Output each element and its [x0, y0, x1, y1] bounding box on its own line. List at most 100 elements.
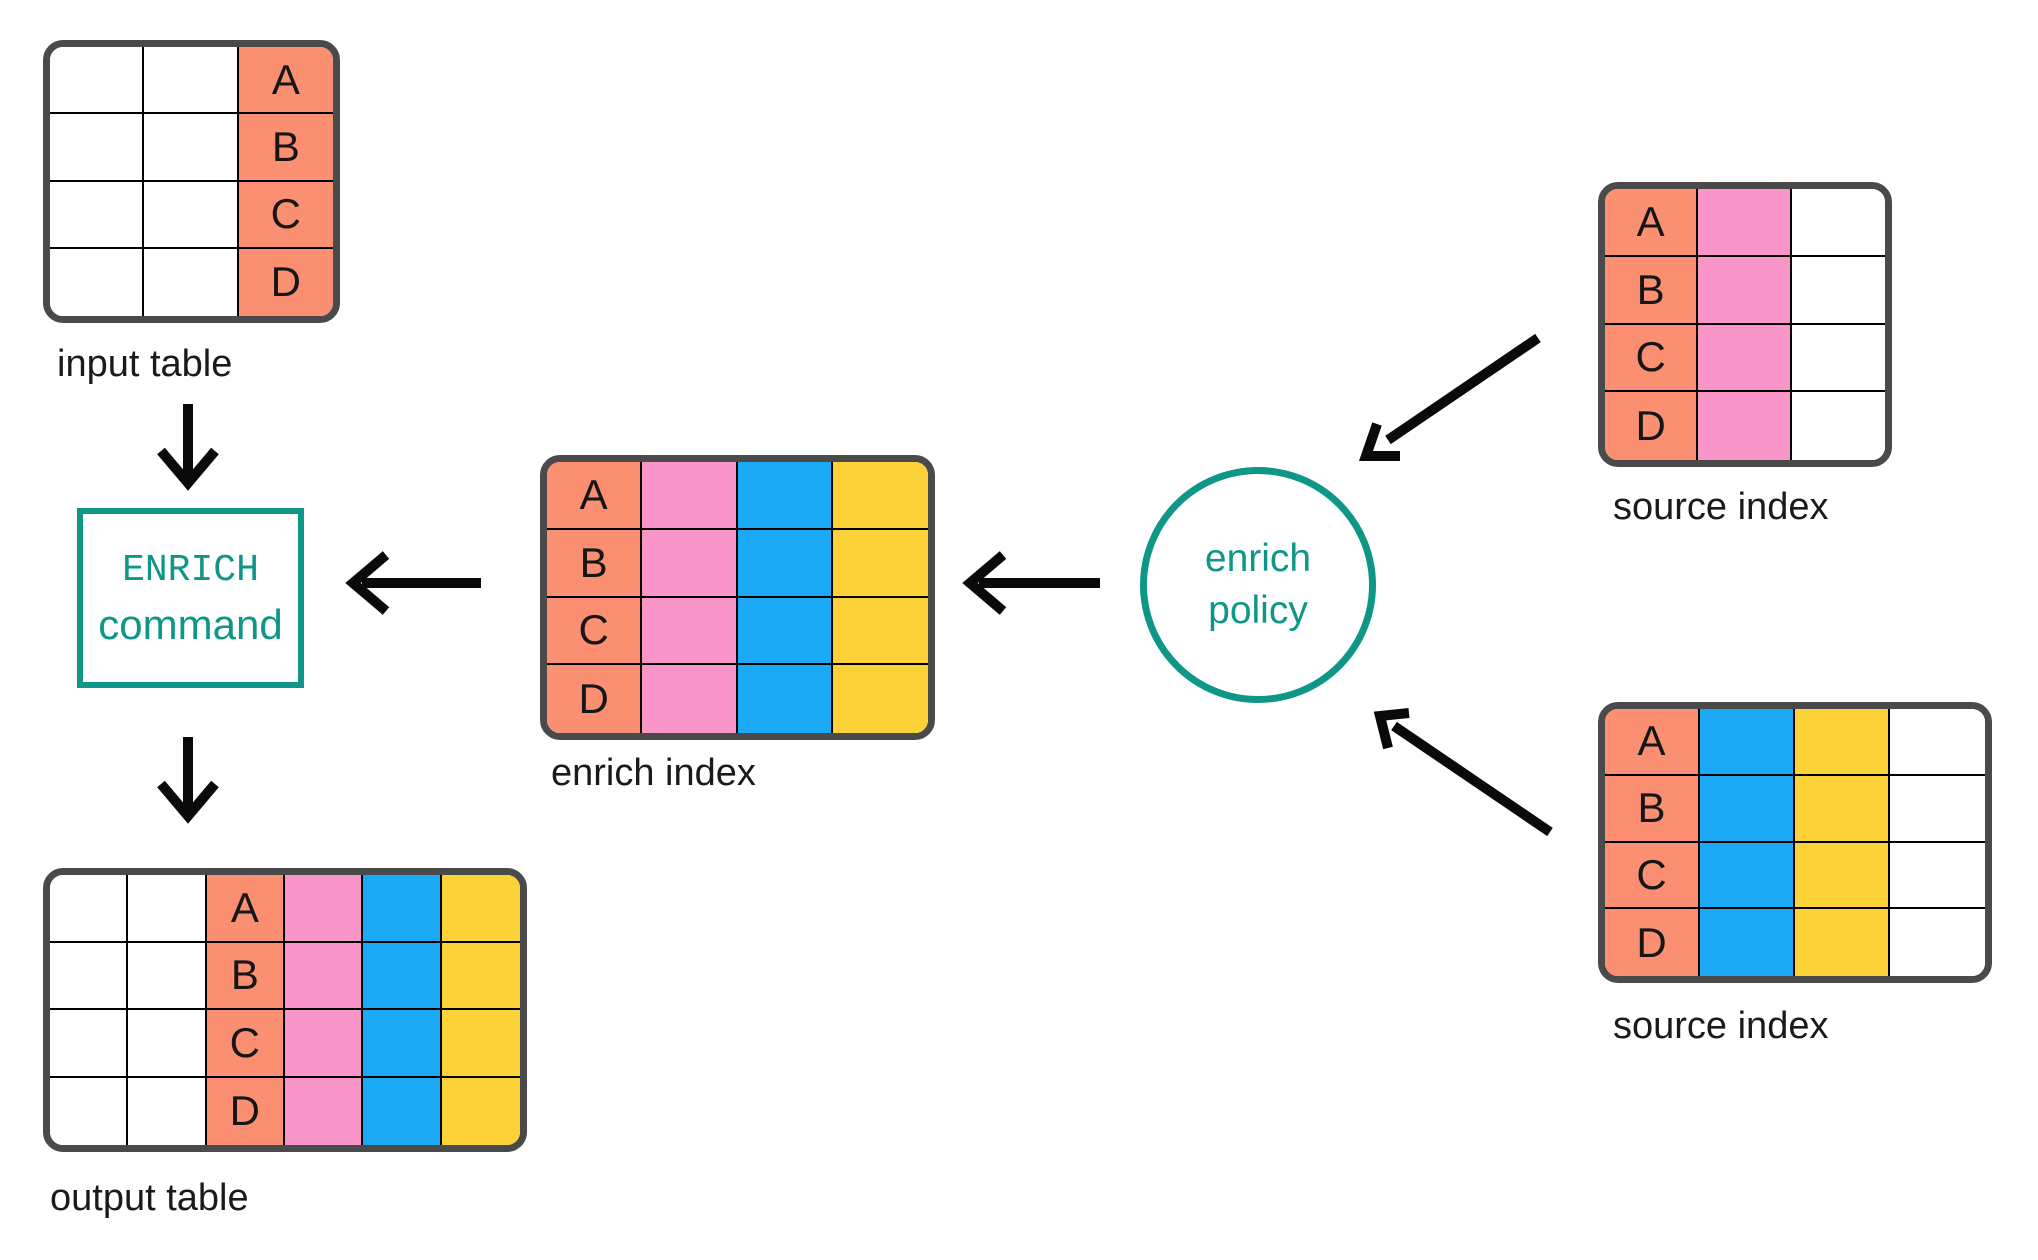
key-cell: C	[238, 181, 333, 249]
enrich-index-label: enrich index	[551, 752, 756, 794]
table-cell	[832, 597, 928, 666]
key-cell: A	[1605, 189, 1699, 257]
table-cell	[128, 875, 207, 943]
key-cell: B	[238, 114, 333, 182]
key-cell: B	[1605, 775, 1700, 843]
arrow-enrich-policy-to-enrich-index	[962, 551, 1100, 615]
key-cell: C	[547, 597, 643, 666]
enrich-command-word: command	[98, 601, 283, 648]
key-cell: C	[1605, 324, 1699, 393]
table-cell	[128, 942, 207, 1010]
table-cell	[441, 942, 520, 1010]
output-table-label: output table	[50, 1177, 249, 1219]
table-cell	[144, 248, 239, 316]
arrow-source-index-bottom-to-enrich-policy	[1373, 708, 1553, 837]
table-cell	[441, 1077, 520, 1145]
table-cell	[363, 942, 442, 1010]
table-cell	[1700, 842, 1795, 910]
arrow-enrich-command-to-output-table	[157, 737, 219, 824]
table-cell	[1791, 256, 1885, 325]
arrow-input-table-to-enrich-command	[157, 404, 219, 491]
key-cell: D	[547, 665, 643, 733]
table-cell	[1795, 909, 1890, 976]
table-cell	[1795, 842, 1890, 910]
table-cell	[1890, 775, 1985, 843]
source-index-bottom-label: source index	[1613, 1005, 1829, 1047]
table-cell	[144, 114, 239, 182]
table-cell	[832, 529, 928, 598]
key-cell: B	[547, 529, 643, 598]
enrich-policy-word-1: enrich	[1204, 537, 1312, 580]
arrow-enrich-index-to-enrich-command	[345, 551, 481, 615]
table-cell	[1791, 189, 1885, 257]
key-cell: B	[1605, 256, 1699, 325]
table-cell	[832, 665, 928, 733]
table-cell	[1890, 842, 1985, 910]
table-cell	[285, 1077, 364, 1145]
table-cell	[285, 1010, 364, 1078]
table-cell	[50, 47, 145, 115]
table-cell	[363, 1010, 442, 1078]
table-cell	[128, 1077, 207, 1145]
table-cell	[832, 462, 928, 530]
table-cell	[1791, 324, 1885, 393]
key-cell: D	[206, 1077, 285, 1145]
table-cell	[1795, 709, 1890, 776]
table-cell	[737, 462, 833, 530]
table-cell	[50, 181, 145, 249]
table-cell	[50, 1010, 129, 1078]
table-cell	[441, 1010, 520, 1078]
key-cell: D	[1605, 909, 1700, 976]
table-cell	[144, 47, 239, 115]
table-cell	[1700, 909, 1795, 976]
table-cell	[1698, 256, 1792, 325]
table-cell	[363, 875, 442, 943]
enrich-policy-word-2: policy	[1208, 589, 1308, 632]
table-cell	[1700, 775, 1795, 843]
key-cell: A	[1605, 709, 1700, 776]
table-cell	[363, 1077, 442, 1145]
key-cell: D	[238, 248, 333, 316]
table-cell	[1698, 324, 1792, 393]
table-cell	[50, 114, 145, 182]
table-cell	[50, 1077, 129, 1145]
table-cell	[128, 1010, 207, 1078]
enrich-command-node: ENRICH command	[77, 508, 304, 688]
table-cell	[642, 462, 738, 530]
table-cell	[1890, 909, 1985, 976]
table-cell	[50, 875, 129, 943]
key-cell: C	[1605, 842, 1700, 910]
table-cell	[1791, 392, 1885, 460]
table-cell	[50, 942, 129, 1010]
key-cell: B	[206, 942, 285, 1010]
key-cell: D	[1605, 392, 1699, 460]
table-cell	[441, 875, 520, 943]
table-cell	[1890, 709, 1985, 776]
source-index-top-label: source index	[1613, 486, 1829, 528]
input-table-label: input table	[57, 343, 233, 385]
arrow-source-index-top-to-enrich-policy	[1358, 333, 1541, 461]
enrich-command-keyword: ENRICH	[122, 549, 259, 592]
enrich-policy-node: enrich policy	[1140, 467, 1376, 703]
table-cell	[737, 529, 833, 598]
key-cell: A	[206, 875, 285, 943]
key-cell: A	[238, 47, 333, 115]
table-cell	[285, 875, 364, 943]
table-cell	[1700, 709, 1795, 776]
table-cell	[285, 942, 364, 1010]
table-cell	[642, 529, 738, 598]
table-cell	[144, 181, 239, 249]
table-cell	[1698, 392, 1792, 460]
table-cell	[1698, 189, 1792, 257]
table-cell	[642, 597, 738, 666]
table-cell	[737, 665, 833, 733]
table-cell	[50, 248, 145, 316]
table-cell	[642, 665, 738, 733]
key-cell: A	[547, 462, 643, 530]
